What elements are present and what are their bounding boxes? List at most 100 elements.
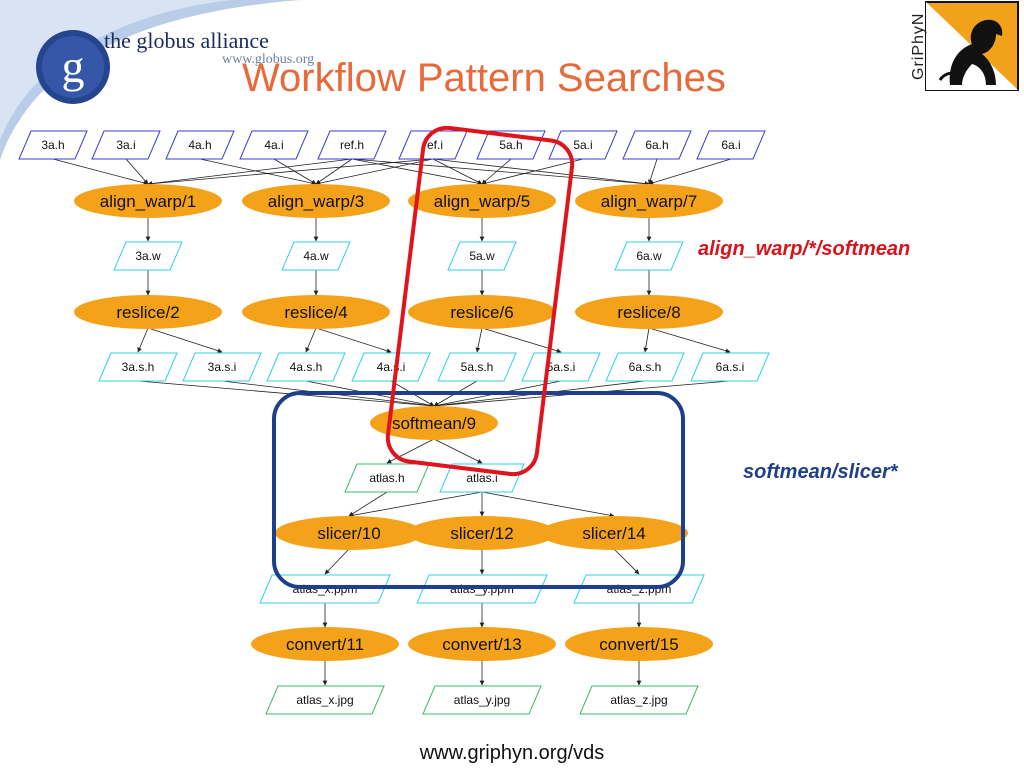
file-shape (437, 352, 517, 382)
edge-slicer-14-to-atlas-z-ppm (613, 548, 640, 575)
griphyn-logo-icon (925, 1, 1019, 91)
edge-reslice-4-to-4a-s-i (315, 327, 392, 353)
job-label: softmean/9 (392, 414, 476, 433)
file-node-3a-s-h: 3a.s.h (98, 352, 178, 382)
job-label: align_warp/1 (100, 192, 196, 211)
footer-url[interactable]: www.griphyn.org/vds (419, 742, 605, 764)
file-label: 6a.s.h (629, 360, 662, 374)
file-label: atlas.i (466, 471, 497, 485)
job-shape (242, 184, 390, 218)
job-label: slicer/10 (317, 524, 380, 543)
file-shape (113, 241, 183, 271)
job-node-softmean-9: softmean/9 (370, 406, 498, 440)
file-node-4a-s-h: 4a.s.h (266, 352, 346, 382)
job-label: reslice/8 (617, 303, 680, 322)
file-shape (548, 130, 618, 160)
file-label: 5a.w (469, 249, 495, 263)
file-label: 6a.s.i (716, 360, 745, 374)
file-label: 4a.w (303, 249, 329, 263)
job-shape (242, 295, 390, 329)
highlight-blue-box (272, 391, 685, 589)
edge-reslice-6-to-5a-s-h (475, 327, 483, 353)
edge-6a-i-to-align-warp-7 (648, 158, 732, 186)
file-shape (447, 241, 517, 271)
job-node-slicer-14: slicer/14 (540, 516, 688, 550)
file-node-4a-w: 4a.w (281, 241, 351, 271)
pattern-annotation-red: align_warp/*/softmean (698, 238, 911, 260)
edge-5a-i-to-align-warp-5 (481, 158, 584, 186)
file-label: 4a.h (188, 138, 211, 152)
job-shape (408, 627, 556, 661)
job-shape (251, 627, 399, 661)
job-shape (74, 184, 222, 218)
job-label: convert/13 (442, 635, 521, 654)
file-label: ref.h (340, 138, 364, 152)
file-node-6a-i: 6a.i (696, 130, 766, 160)
job-node-align-warp-1: align_warp/1 (74, 184, 222, 218)
file-shape (98, 352, 178, 382)
file-shape (266, 352, 346, 382)
edge-ref-i-to-align-warp-5 (432, 158, 483, 185)
job-shape (575, 295, 723, 329)
edge-4a-h-to-align-warp-3 (199, 158, 317, 186)
file-node-5a-s-i: 5a.s.i (521, 352, 601, 382)
file-shape (344, 463, 430, 493)
edge-ref-i-to-align-warp-7 (432, 158, 650, 186)
file-label: 4a.s.i (377, 360, 406, 374)
job-label: reslice/6 (450, 303, 513, 322)
job-label: slicer/14 (582, 524, 645, 543)
file-shape (690, 352, 770, 382)
file-node-ref-h: ref.h (317, 130, 387, 160)
job-shape (408, 184, 556, 218)
file-label: 6a.w (636, 249, 662, 263)
highlight-red-box (385, 125, 575, 477)
file-shape (165, 130, 235, 160)
job-node-convert-11: convert/11 (251, 627, 399, 661)
file-shape (351, 352, 431, 382)
file-label: 6a.h (645, 138, 668, 152)
file-node-5a-w: 5a.w (447, 241, 517, 271)
edge-slicer-10-to-atlas-x-ppm (324, 548, 350, 575)
file-node-5a-s-h: 5a.s.h (437, 352, 517, 382)
file-shape (317, 130, 387, 160)
file-node-atlas-y-jpg: atlas_y.jpg (422, 685, 542, 715)
file-shape (439, 463, 525, 493)
file-node-atlas-h: atlas.h (344, 463, 430, 493)
file-label: 6a.i (721, 138, 740, 152)
edge-6a-h-to-align-warp-7 (648, 158, 658, 185)
job-shape (575, 184, 723, 218)
globus-logo-text: the globus alliance (104, 28, 269, 53)
edge-4a-i-to-align-warp-3 (273, 158, 317, 185)
job-label: align_warp/3 (268, 192, 364, 211)
file-node-6a-h: 6a.h (622, 130, 692, 160)
job-label: reslice/4 (284, 303, 347, 322)
logo-glyph: g (62, 41, 85, 92)
file-label: atlas_z.jpg (610, 693, 667, 707)
edge-atlas-i-to-slicer-10 (348, 491, 483, 518)
globus-logo-icon: g (36, 30, 110, 104)
file-label: atlas_x.jpg (296, 693, 353, 707)
file-label: 3a.s.h (122, 360, 155, 374)
file-shape (579, 685, 699, 715)
file-label: atlas.h (369, 471, 404, 485)
file-node-3a-i: 3a.i (91, 130, 161, 160)
edge-ref-h-to-align-warp-7 (351, 158, 650, 187)
file-node-atlas-z-jpg: atlas_z.jpg (579, 685, 699, 715)
file-shape (605, 352, 685, 382)
job-shape (408, 295, 556, 329)
file-shape (182, 352, 262, 382)
file-label: 3a.h (41, 138, 64, 152)
job-label: reslice/2 (116, 303, 179, 322)
job-shape (370, 406, 498, 440)
file-label: 5a.i (573, 138, 592, 152)
file-label: 4a.s.h (290, 360, 323, 374)
job-node-reslice-2: reslice/2 (74, 295, 222, 329)
edge-reslice-4-to-4a-s-h (305, 327, 317, 353)
file-node-3a-s-i: 3a.s.i (182, 352, 262, 382)
edge-ref-i-to-align-warp-1 (147, 158, 434, 187)
file-node-ref-i: ref.i (398, 130, 468, 160)
file-node-atlas-i: atlas.i (439, 463, 525, 493)
file-shape (398, 130, 468, 160)
